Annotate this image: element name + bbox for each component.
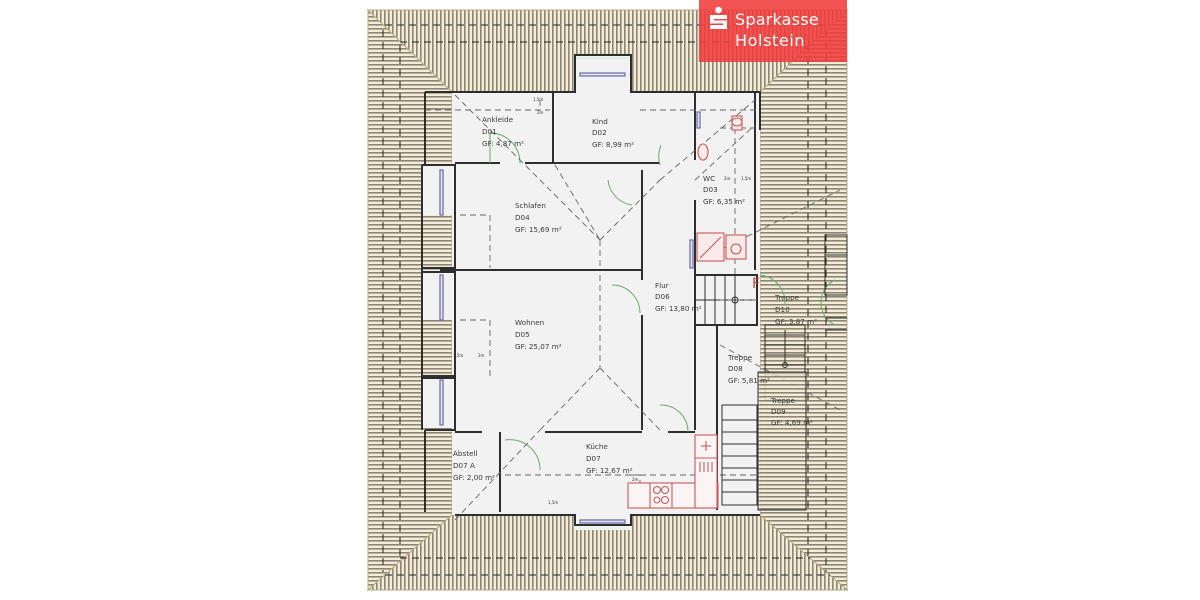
door-swings	[489, 57, 836, 471]
svg-text:D02: D02	[592, 128, 607, 137]
shower-icon	[696, 232, 725, 262]
room-label-d03: WC D03 GF: 6,35 m²	[703, 174, 745, 206]
brand-name-line1: Sparkasse	[735, 10, 819, 29]
room-label-d05: Wohnen D05 GF: 25,07 m²	[515, 318, 562, 351]
roof-dashed-lines	[382, 24, 830, 576]
svg-text:D08: D08	[728, 364, 743, 373]
dim-1-5m-top: 1,5m	[533, 97, 543, 102]
sparkasse-s-icon	[710, 6, 727, 29]
dimension-labels: 1,5m 2m 2m 1,5m 1,5m 2m 2m 1,5m	[453, 97, 751, 505]
fridge-icon	[699, 441, 713, 472]
dim-wohnen-1-5m: 1,5m	[453, 353, 463, 358]
svg-text:GF: 4,87 m²: GF: 4,87 m²	[482, 139, 524, 148]
dim-2m-top: 2m	[537, 110, 544, 115]
svg-text:WC: WC	[703, 174, 715, 183]
svg-text:GF: 15,69 m²: GF: 15,69 m²	[515, 225, 562, 234]
svg-text:Abstell: Abstell	[453, 449, 477, 458]
room-label-d01: Ankleide D01 GF: 4,87 m²	[482, 115, 524, 148]
sink-icon	[697, 143, 709, 161]
windows	[439, 72, 701, 524]
toilet-icon	[731, 115, 743, 131]
dim-kueche-2m: 2m	[632, 477, 639, 482]
fire-exit-marker: F	[752, 276, 760, 292]
stove-icon	[652, 485, 670, 505]
svg-text:GF: 13,80 m²: GF: 13,80 m²	[655, 304, 702, 313]
svg-text:GF: 8,99 m²: GF: 8,99 m²	[592, 140, 634, 149]
svg-text:GF: 2,00 m²: GF: 2,00 m²	[453, 473, 495, 482]
staircase-flur	[695, 275, 757, 325]
svg-text:Flur: Flur	[655, 281, 669, 290]
room-label-d07a: Abstell D07 A GF: 2,00 m²	[453, 449, 495, 482]
svg-text:GF: 4,69 m²: GF: 4,69 m²	[771, 418, 813, 427]
dim-wohnen-2m: 2m	[478, 353, 485, 358]
svg-text:D03: D03	[703, 185, 718, 194]
d10-stair-area	[824, 234, 848, 331]
sparkasse-holstein-logo: Sparkasse Holstein	[699, 0, 847, 62]
svg-text:Wohnen: Wohnen	[515, 318, 544, 327]
svg-text:D04: D04	[515, 213, 530, 222]
svg-text:Treppe: Treppe	[770, 396, 796, 405]
svg-text:D06: D06	[655, 292, 670, 301]
room-label-d02: Kind D02 GF: 8,99 m²	[592, 117, 634, 149]
washing-machine-icon	[725, 234, 747, 260]
room-label-d04: Schlafen D04 GF: 15,69 m²	[515, 201, 562, 234]
room-label-d08: Treppe D08 GF: 5,81 m²	[727, 353, 770, 385]
svg-text:Treppe: Treppe	[774, 293, 800, 302]
svg-text:D01: D01	[482, 127, 497, 136]
brand-name-line2: Holstein	[735, 31, 806, 50]
dim-wc-1-5m: 1,5m	[741, 176, 751, 181]
svg-text:GF: 25,07 m²: GF: 25,07 m²	[515, 342, 562, 351]
svg-text:GF: 3,87 m²: GF: 3,87 m²	[775, 317, 817, 326]
svg-text:D05: D05	[515, 330, 530, 339]
svg-text:GF: 5,81 m²: GF: 5,81 m²	[728, 376, 770, 385]
svg-text:Schlafen: Schlafen	[515, 201, 546, 210]
svg-text:Ankleide: Ankleide	[482, 115, 514, 124]
svg-text:D10: D10	[775, 305, 790, 314]
room-label-d09: Treppe D09 GF: 4,69 m²	[770, 396, 813, 427]
svg-text:Küche: Küche	[586, 442, 608, 451]
sanitary-fixtures	[627, 115, 747, 509]
svg-text:D07 A: D07 A	[453, 461, 475, 470]
dim-wc-2m: 2m	[724, 176, 731, 181]
svg-text:GF: 12,67 m²: GF: 12,67 m²	[586, 466, 633, 475]
svg-text:D07: D07	[586, 454, 601, 463]
walls	[421, 54, 761, 526]
dim-abstell-1-5m: 1,5m	[548, 500, 558, 505]
room-label-d07: Küche D07 GF: 12,67 m²	[586, 442, 633, 475]
svg-text:Treppe: Treppe	[727, 353, 753, 362]
svg-text:GF: 6,35 m²: GF: 6,35 m²	[703, 197, 745, 206]
svg-text:D09: D09	[771, 407, 786, 416]
svg-text:Kind: Kind	[592, 117, 608, 126]
room-label-d06: Flur D06 GF: 13,80 m²	[655, 281, 702, 313]
room-label-d10: Treppe D10 GF: 3,87 m²	[774, 293, 817, 326]
d09-roof-patch	[757, 371, 807, 511]
kitchen-counter	[627, 434, 719, 509]
